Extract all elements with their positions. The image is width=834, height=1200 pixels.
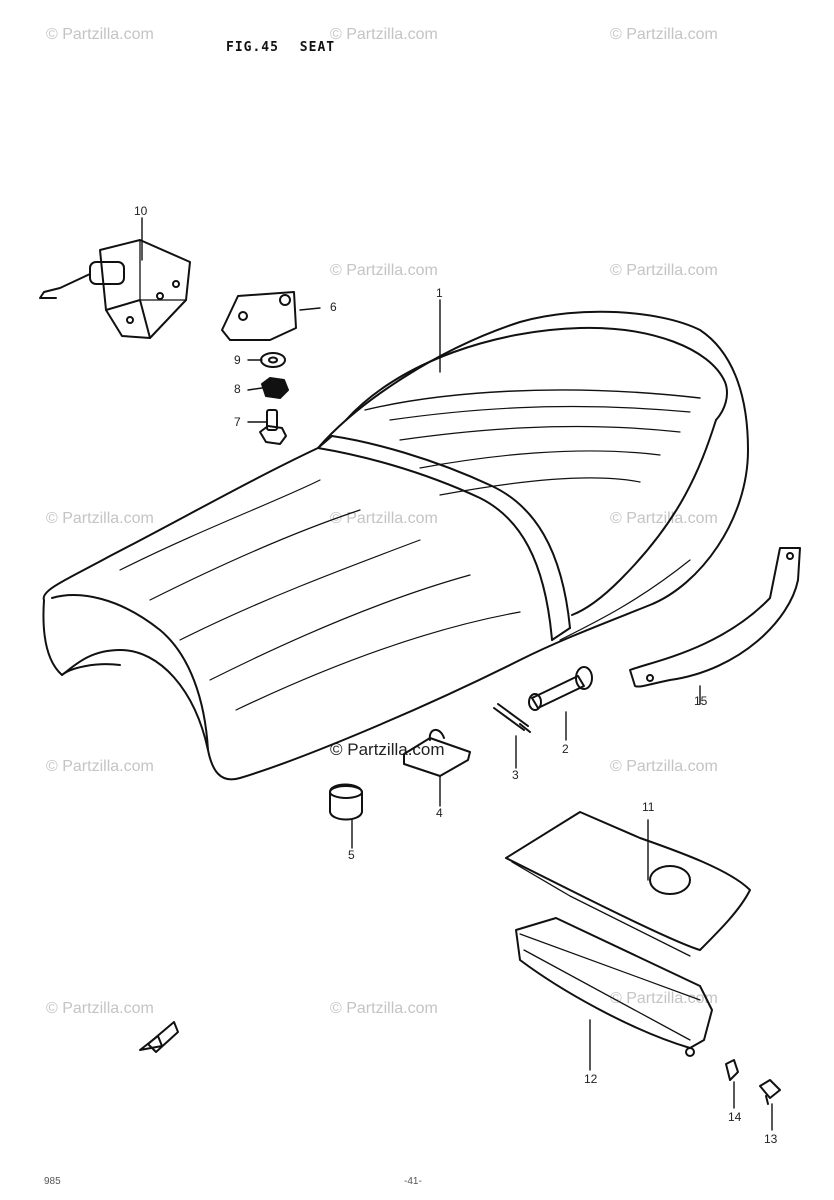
watermark: © Partzilla.com	[46, 510, 154, 527]
watermark: © Partzilla.com	[46, 26, 154, 43]
callout-5: 5	[348, 848, 355, 862]
callout-7: 7	[234, 415, 241, 429]
screw-icon	[759, 1079, 781, 1105]
seat-lock-icon	[39, 239, 191, 339]
watermark: © Partzilla.com	[330, 1000, 438, 1017]
callout-6: 6	[330, 300, 337, 314]
callout-1: 1	[436, 286, 443, 300]
washer-icon	[260, 352, 286, 368]
figure-name: SEAT	[299, 40, 336, 55]
leader-lines	[141, 217, 773, 1131]
watermark: © Partzilla.com	[330, 262, 438, 279]
nut-icon	[261, 377, 289, 399]
lock-plate-icon	[221, 291, 297, 341]
callout-9: 9	[234, 353, 241, 367]
figure-number: FIG.45	[226, 40, 279, 55]
callout-15: 15	[694, 694, 708, 708]
bolt-icon	[259, 409, 287, 445]
callout-12: 12	[584, 1072, 598, 1086]
callout-3: 3	[512, 768, 519, 782]
watermark: © Partzilla.com	[46, 1000, 154, 1017]
watermark: © Partzilla.com	[610, 262, 718, 279]
watermark: © Partzilla.com	[610, 26, 718, 43]
callout-4: 4	[436, 806, 443, 820]
tape-clip-icon	[725, 1059, 739, 1081]
watermark: © Partzilla.com	[610, 758, 718, 775]
seat-icon	[42, 310, 749, 781]
tray-icon	[515, 917, 713, 1057]
watermark-strong: © Partzilla.com	[330, 740, 445, 759]
seat-bolt-icon	[528, 666, 593, 711]
watermark: © Partzilla.com	[330, 26, 438, 43]
callout-11: 11	[642, 800, 655, 814]
tray-cover-icon	[505, 811, 751, 957]
callout-2: 2	[562, 742, 569, 756]
callout-14: 14	[728, 1110, 742, 1124]
seat-damper-icon	[329, 783, 363, 821]
strap-icon	[629, 547, 801, 688]
watermark: © Partzilla.com	[46, 758, 154, 775]
callout-10: 10	[134, 204, 148, 218]
watermark: © Partzilla.com	[330, 510, 438, 527]
clip-icon	[403, 729, 471, 777]
footer-model-code: 985	[44, 1176, 61, 1187]
watermark: © Partzilla.com	[610, 510, 718, 527]
direction-arrow-icon	[139, 1021, 179, 1053]
footer-page-number: -41-	[404, 1176, 422, 1187]
figure-title: FIG.45 SEAT	[226, 40, 347, 55]
cotter-pin-icon	[493, 703, 531, 733]
watermark: © Partzilla.com	[610, 990, 718, 1007]
callout-13: 13	[764, 1132, 778, 1146]
callout-8: 8	[234, 382, 241, 396]
